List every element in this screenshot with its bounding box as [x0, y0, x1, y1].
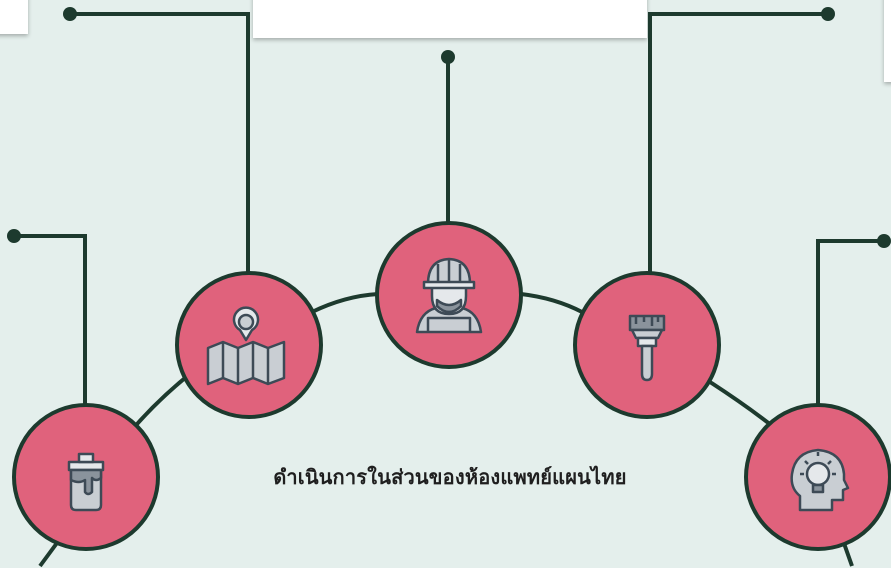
node-paint-bucket — [12, 403, 160, 551]
leader-dot-left — [7, 229, 21, 243]
paint-bucket-icon — [67, 452, 105, 512]
worker-icon — [415, 257, 483, 334]
leader-dot-top-right — [821, 7, 835, 21]
info-card-center — [253, 0, 647, 38]
leader-dot-top — [441, 50, 455, 64]
diagram-caption: ดำเนินการในส่วนของห้องแพทย์แผนไทย — [273, 465, 627, 489]
leader-dot-right — [877, 234, 891, 248]
info-card-right — [884, 0, 891, 82]
leader-lines — [14, 12, 884, 420]
idea-head-icon — [790, 448, 850, 512]
leader-dot-top-left — [63, 7, 77, 21]
info-card-left — [0, 0, 28, 34]
paintbrush-icon — [628, 314, 666, 382]
node-paintbrush — [573, 271, 721, 419]
node-map — [175, 271, 323, 419]
node-idea — [744, 403, 891, 551]
node-worker — [375, 221, 523, 369]
map-pin-icon — [206, 306, 286, 386]
leader-dots — [7, 7, 891, 248]
